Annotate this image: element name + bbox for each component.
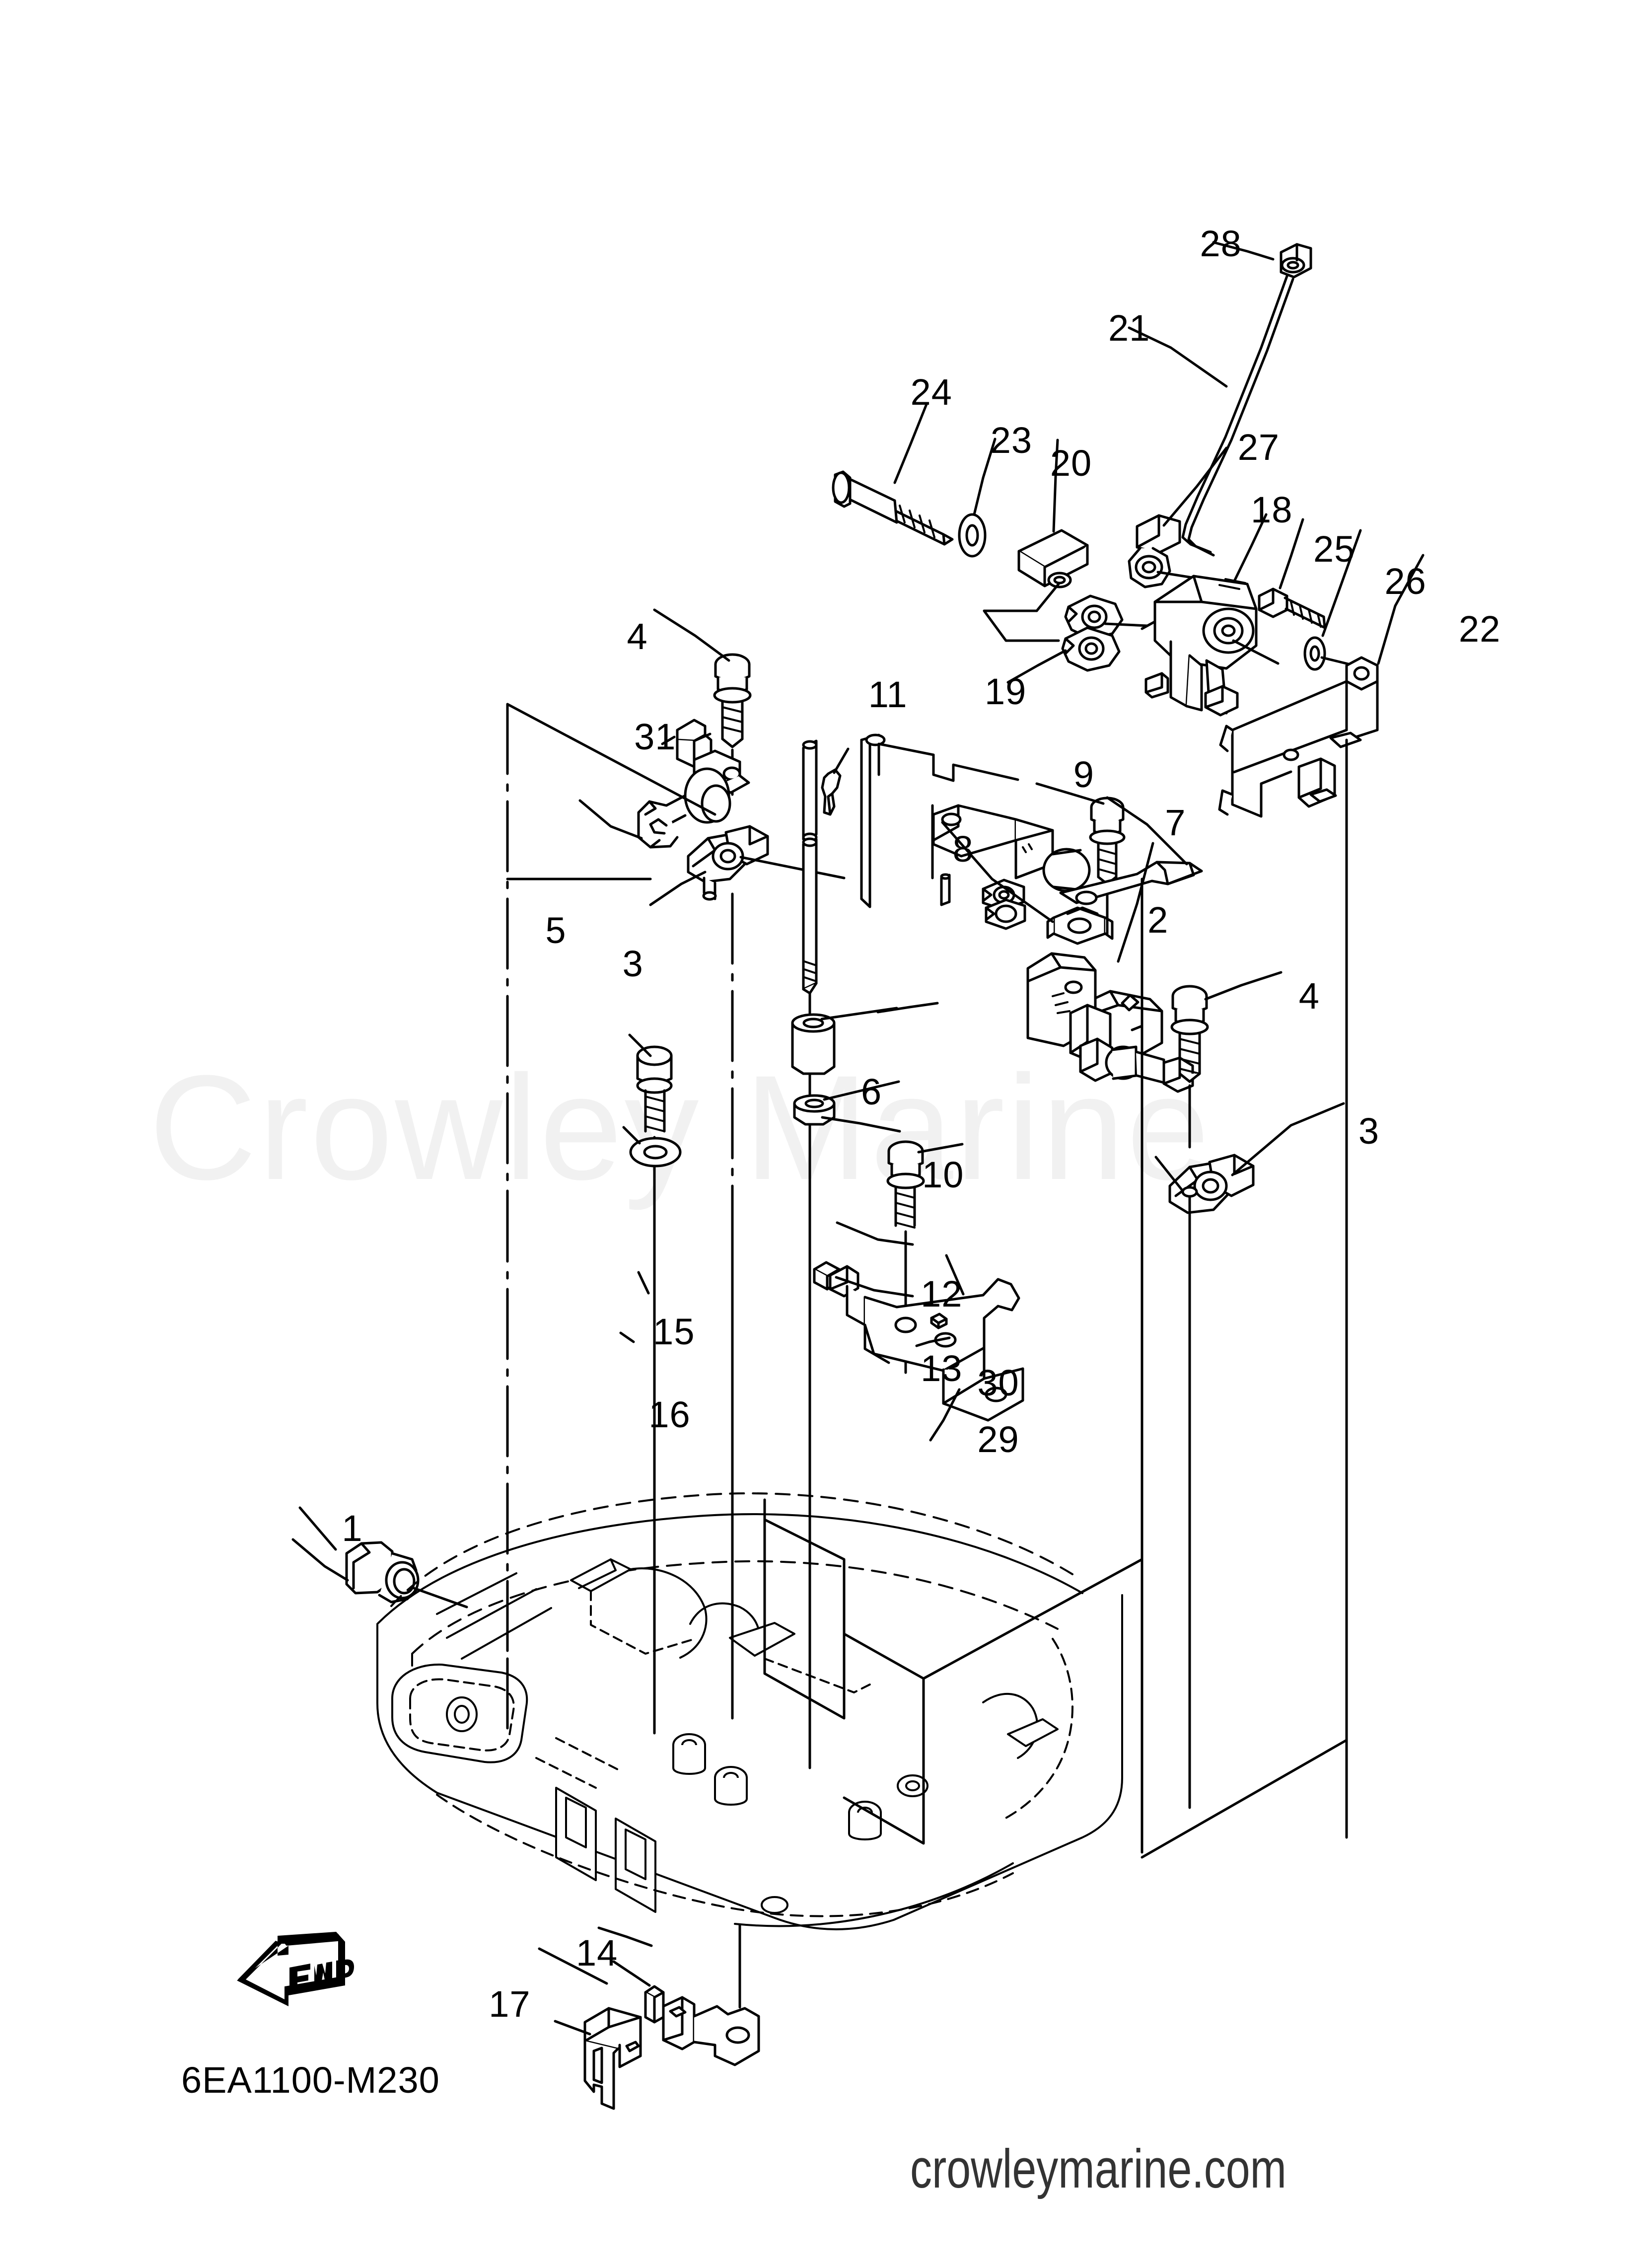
part-4-screw-right [1170,985,1209,1149]
callout-cotter-clip: 11 [868,674,908,716]
part-20-bushing-tube [983,529,1089,642]
part-19-joint-link [1061,594,1148,672]
part-23-washer [958,513,987,558]
callout-spacer-collar: 12 [921,1273,963,1315]
part-17-cable-holder [554,2007,642,2110]
callout-bushing-tube: 20 [1050,442,1092,484]
callout-cable-clamp: 5 [545,909,567,951]
part-15-bolt [628,1033,673,1452]
part-26-washer-small [1303,636,1360,671]
throttle-cam-bracket-plate [860,733,1091,930]
part-29-cable-bracket [813,1254,1024,1422]
part-16-washer [622,1126,682,1168]
callout-link-plate: 7 [1165,802,1186,843]
part-10-throttle-rod [802,739,818,1356]
callout-ball-joint-right: 3 [1358,1110,1379,1152]
part-28-rod-tip-joint [1280,243,1312,279]
part-2-throttle-cam [1026,952,1194,1093]
callout-bolt-hex: 25 [1313,528,1356,570]
part-1-grommet [298,1506,468,1609]
callout-washer: 23 [990,419,1033,461]
callout-cable-holder: 17 [489,1983,531,2025]
callout-bolt: 15 [653,1311,695,1353]
assembly-centerlines [506,703,1348,1859]
callout-washer-small: 26 [1384,560,1427,602]
callout-throttle-cam: 2 [1147,899,1169,941]
callout-screw-right: 4 [1298,975,1320,1017]
part-21-throttle-link-rod [1181,275,1294,557]
part-4-screw-upper-left [713,653,752,796]
part-3-ball-joint-right [1154,1154,1255,1303]
part-7-link-plate [1059,861,1203,997]
part-5-cable-clamp [637,767,731,849]
part-24-long-bolt [832,470,954,546]
part-25-bolt-hex [1258,587,1326,629]
fwd-orientation-marker [237,1932,354,2006]
leader-lines [291,241,1425,1985]
part-22-stopper-bracket [1218,656,1379,818]
callout-retainer-clip: 31 [634,716,676,758]
callout-grommet: 1 [342,1507,363,1549]
callout-ball-joint-left: 3 [622,943,643,985]
part-6-pin [931,804,951,906]
part-14-mount-bracket [612,1923,760,2066]
callout-stopper-bracket: 22 [1458,608,1501,650]
callout-cable-bracket: 29 [977,1419,1019,1461]
part-8-speed-nut [1046,906,1114,945]
engine-cowling-outline [376,1492,1123,1930]
crowley-marine-watermark: Crowley Marine [149,1044,1212,1211]
site-url-label: crowleymarine.com [910,2138,1286,2199]
part-30-screw [886,1140,964,1374]
callout-throttle-lever: 18 [1251,489,1293,531]
callout-throttle-rod: 10 [922,1154,964,1195]
part-18-throttle-lever [1144,575,1280,717]
part-11-cotter-clip [821,768,842,816]
callout-pin: 6 [861,1071,882,1112]
callout-nut: 13 [921,1347,963,1389]
callout-joint-link: 19 [985,671,1027,713]
callout-mount-bracket: 14 [575,1932,618,1974]
callout-screw: 30 [977,1362,1019,1403]
callout-rod-tip-joint: 28 [1200,223,1242,265]
part-12-spacer-collar [791,1007,898,1075]
callout-long-bolt: 24 [910,371,952,413]
callout-washer: 16 [648,1394,691,1436]
callout-speed-nut: 8 [952,828,974,870]
callout-screw: 9 [1073,754,1094,796]
part-3-ball-joint-left [687,825,846,901]
callout-rod-end-clip: 27 [1237,427,1280,468]
callout-screw-upper-left: 4 [627,616,648,657]
part-number-label: 6EA1100-M230 [181,2059,440,2101]
callout-throttle-link-rod: 21 [1108,307,1150,349]
